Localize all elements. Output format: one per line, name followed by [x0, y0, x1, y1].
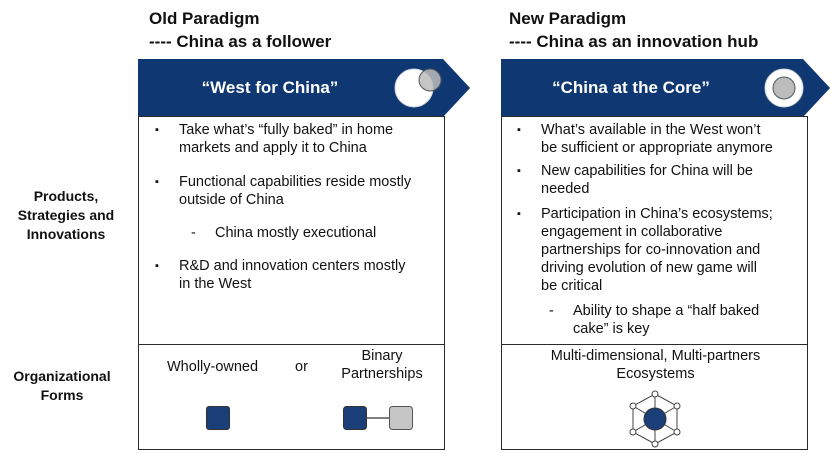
left-bullet-3: ▪ R&D and innovation centers mostly in t…	[155, 258, 406, 292]
org-option-binary: Binary Partnerships	[341, 348, 423, 382]
right-banner	[501, 59, 830, 117]
org-connector-or: or	[295, 359, 308, 375]
right-bullet-1: ▪ What’s available in the West won’t be …	[517, 122, 773, 156]
right-bullet-2: ▪ New capabilities for China will be nee…	[517, 163, 753, 197]
right-strategy-box: ▪ What’s available in the West won’t be …	[501, 116, 808, 345]
row-label-org: Organizational Forms	[13, 368, 111, 403]
left-subbullet-1: - China mostly executional	[191, 225, 377, 241]
left-banner-label: “West for China”	[201, 78, 339, 97]
overlapping-circles-icon	[394, 68, 442, 108]
right-subbullet-1: - Ability to shape a “half baked cake” i…	[549, 303, 760, 337]
left-bullet-2: ▪ Functional capabilities reside mostly …	[155, 174, 412, 208]
left-bullet-1: ▪ Take what’s “fully baked” in home mark…	[155, 122, 394, 156]
org-option-wholly-owned: Wholly-owned	[167, 359, 259, 375]
row-label-products: Products, Strategies and Innovations	[17, 188, 115, 242]
right-banner-label: “China at the Core”	[552, 78, 710, 97]
binary-partnership-icon	[343, 406, 413, 430]
left-org-box: Wholly-owned or Binary Partnerships	[138, 344, 445, 450]
right-title: New Paradigm	[509, 9, 627, 28]
right-org-box: Multi-dimensional, Multi-partners Ecosys…	[501, 344, 808, 450]
right-subtitle: ---- China as an innovation hub	[509, 32, 759, 51]
concentric-circle-icon	[764, 68, 804, 108]
left-subtitle: ---- China as a follower	[149, 32, 332, 51]
right-bullet-3: ▪ Participation in China’s ecosystems; e…	[517, 206, 773, 294]
left-title: Old Paradigm	[149, 9, 260, 28]
wholly-owned-square-icon	[206, 406, 230, 430]
left-strategy-box: ▪ Take what’s “fully baked” in home mark…	[138, 116, 445, 345]
ecosystem-network-icon	[629, 390, 681, 448]
org-ecosystems-label: Multi-dimensional, Multi-partners Ecosys…	[550, 348, 761, 382]
left-banner	[138, 59, 470, 117]
